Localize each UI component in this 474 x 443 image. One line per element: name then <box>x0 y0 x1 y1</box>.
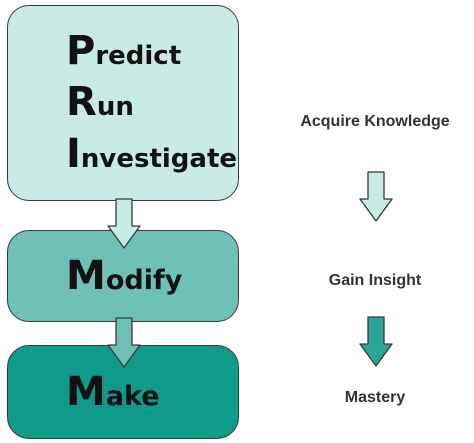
stage-word-make: Make <box>66 369 160 415</box>
outcome-gain-insight: Gain Insight <box>328 272 422 289</box>
outcome-acquire-knowledge: Acquire Knowledge <box>300 113 450 130</box>
stage-word-predict: Predict <box>66 28 182 75</box>
stage-word-investigate: Investigate <box>66 130 238 177</box>
stage-word-modify: Modify <box>66 253 183 299</box>
down-arrow-icon <box>359 316 393 367</box>
down-arrow-icon <box>107 317 141 368</box>
outcome-mastery: Mastery <box>344 389 406 406</box>
down-arrow-icon <box>107 198 141 249</box>
stage-predict-run-investigate: Predict Run Investigate <box>7 5 239 201</box>
stage-word-run: Run <box>66 79 134 126</box>
down-arrow-icon <box>359 171 393 222</box>
